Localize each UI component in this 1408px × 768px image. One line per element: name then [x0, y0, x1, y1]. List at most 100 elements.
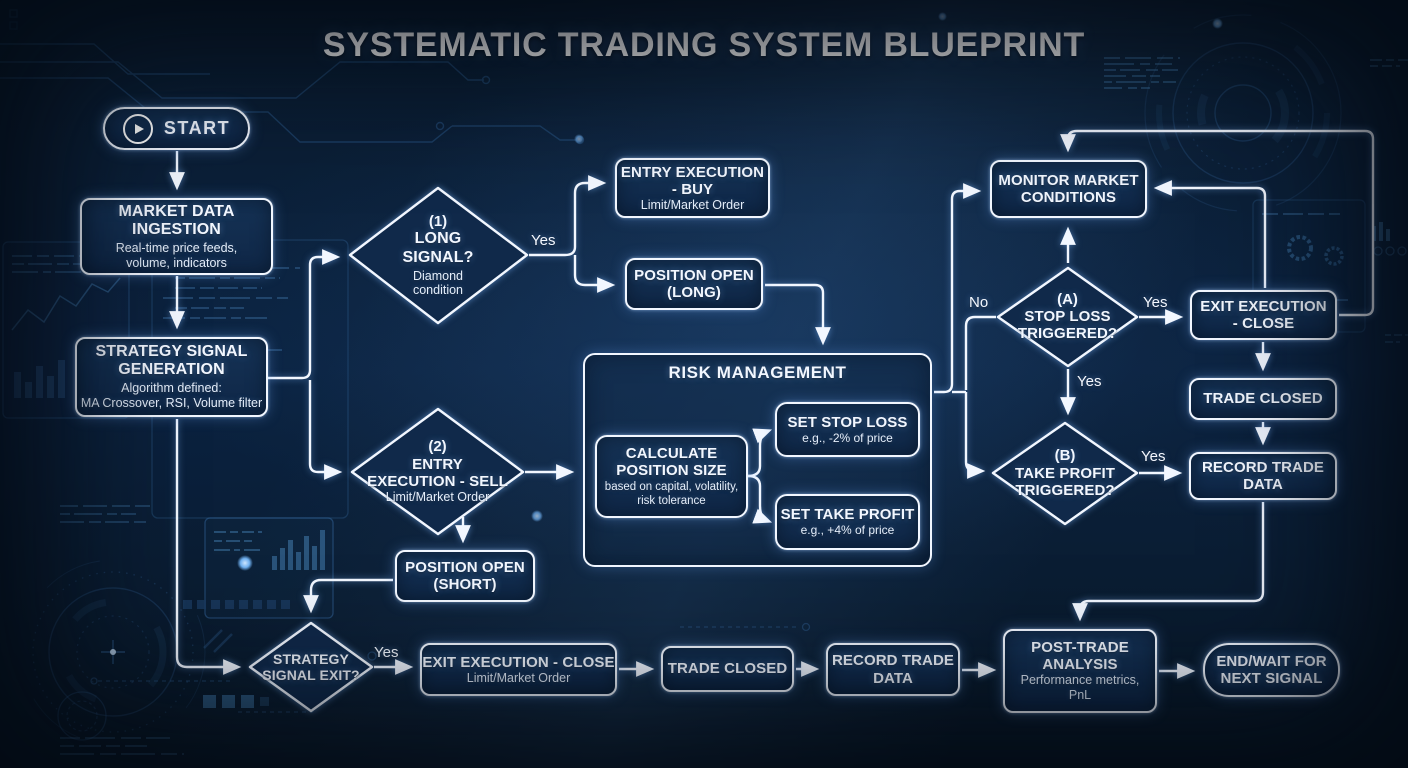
strategy-signal-generation-node: STRATEGY SIGNAL GENERATION Algorithm def…: [75, 337, 268, 417]
calculate-position-size-subtitle: based on capital, volatility, risk toler…: [604, 481, 739, 507]
edge-label-stop-loss-no: No: [969, 294, 989, 311]
trade-closed-right-node: TRADE CLOSED: [1189, 378, 1337, 420]
set-take-profit-subtitle: e.g., +4% of price: [800, 523, 895, 538]
edge-label-stop-loss-yes-right: Yes: [1143, 294, 1168, 311]
entry-sell-decision-text: (2) ENTRY EXECUTION - SELL Limit/Market …: [352, 412, 523, 532]
calculate-position-size-node: CALCULATE POSITION SIZE based on capital…: [595, 435, 748, 518]
set-stop-loss-subtitle: e.g., -2% of price: [802, 430, 893, 445]
edge-junction-to-take-profit: [964, 392, 986, 479]
market-data-ingestion-title: MARKET DATA INGESTION: [118, 202, 235, 238]
edge-exit-close-loop-to-monitor-top: [1060, 129, 1375, 317]
edge-strategy-signal-to-entry-sell: [308, 380, 343, 480]
stop-loss-tag: (A): [1057, 290, 1078, 308]
entry-execution-buy-node: ENTRY EXECUTION - BUY Limit/Market Order: [615, 158, 770, 218]
set-stop-loss-node: SET STOP LOSS e.g., -2% of price: [775, 402, 920, 457]
take-profit-title: TAKE PROFIT TRIGGERED?: [1015, 464, 1115, 499]
take-profit-diamond: [991, 421, 1139, 526]
record-trade-data-right-title: RECORD TRADE DATA: [1201, 458, 1325, 493]
edge-calc-size-to-set-take-profit: [747, 474, 773, 524]
glow-dot: [938, 12, 947, 21]
trade-closed-bottom-node: TRADE CLOSED: [661, 646, 794, 692]
glow-dot: [574, 134, 584, 144]
risk-management-title: RISK MANAGEMENT: [668, 363, 847, 382]
exit-execution-close-bottom-title: EXIT EXECUTION - CLOSE: [422, 653, 615, 671]
edge-long-signal-yes-to-position-long: [573, 255, 616, 293]
position-open-long-title: POSITION OPEN (LONG): [634, 266, 754, 301]
edge-position-short-to-strategy-exit: [303, 578, 393, 614]
edge-label-stop-loss-yes-down: Yes: [1077, 373, 1102, 390]
edge-stop-loss-no-merge: [964, 315, 996, 390]
edge-label-take-profit-yes: Yes: [1141, 448, 1166, 465]
hud-rings-top-right: [1144, 14, 1342, 212]
exit-execution-close-bottom-node: EXIT EXECUTION - CLOSE Limit/Market Orde…: [420, 643, 617, 696]
entry-sell-title: ENTRY EXECUTION - SELL: [367, 455, 508, 490]
entry-sell-subtitle: Limit/Market Order: [385, 489, 490, 504]
take-profit-tag: (B): [1054, 447, 1076, 465]
strategy-exit-diamond: [248, 621, 374, 713]
edge-calc-size-to-set-stop-loss: [747, 428, 773, 478]
strategy-signal-generation-title: STRATEGY SIGNAL GENERATION: [95, 343, 248, 379]
monitor-market-conditions-node: MONITOR MARKET CONDITIONS: [990, 160, 1147, 218]
text-rows-bottom-left: [60, 505, 184, 755]
exit-execution-close-right-node: EXIT EXECUTION - CLOSE: [1190, 290, 1337, 340]
glow-dot: [531, 510, 543, 522]
set-stop-loss-title: SET STOP LOSS: [787, 413, 908, 431]
chart-panel-bottom-left: [204, 517, 334, 619]
set-take-profit-node: SET TAKE PROFIT e.g., +4% of price: [775, 494, 920, 550]
post-trade-analysis-node: POST-TRADE ANALYSIS Performance metrics,…: [1003, 629, 1157, 713]
post-trade-analysis-title: POST-TRADE ANALYSIS: [1031, 639, 1129, 674]
page-title: SYSTEMATIC TRADING SYSTEM BLUEPRINT: [322, 26, 1086, 64]
edge-record-right-to-post-trade: [1072, 502, 1265, 622]
gauge-circle-bottom-left: [57, 691, 107, 741]
end-wait-node: END/WAIT FOR NEXT SIGNAL: [1203, 643, 1340, 697]
play-icon: [122, 113, 153, 144]
exit-execution-close-right-title: EXIT EXECUTION - CLOSE: [1200, 297, 1327, 332]
glow-dot: [1212, 18, 1223, 29]
position-open-long-node: POSITION OPEN (LONG): [625, 258, 763, 310]
glow-dot: [237, 555, 253, 571]
long-signal-subtitle: Diamond condition: [412, 268, 464, 298]
code-panel-top-right: [1104, 57, 1408, 89]
position-open-short-title: POSITION OPEN (SHORT): [405, 558, 525, 593]
hud-circle-bottom-left: [20, 559, 206, 745]
edge-label-long-signal-yes: Yes: [531, 232, 556, 249]
end-wait-title: END/WAIT FOR NEXT SIGNAL: [1216, 652, 1327, 687]
entry-execution-buy-subtitle: Limit/Market Order: [640, 197, 745, 212]
long-signal-tag: (1): [428, 212, 448, 230]
strategy-signal-generation-subtitle: Algorithm defined: MA Crossover, RSI, Vo…: [80, 381, 263, 411]
stop-loss-title: STOP LOSS TRIGGERED?: [1017, 308, 1118, 343]
long-signal-diamond: [348, 186, 529, 325]
post-trade-analysis-subtitle: Performance metrics, PnL: [1020, 673, 1140, 703]
strategy-exit-decision-text: STRATEGY SIGNAL EXIT?: [250, 625, 372, 710]
entry-execution-buy-title: ENTRY EXECUTION - BUY: [620, 163, 765, 198]
edge-label-strategy-exit-yes: Yes: [374, 644, 399, 661]
trade-closed-bottom-title: TRADE CLOSED: [667, 660, 788, 678]
strategy-exit-title: STRATEGY SIGNAL EXIT?: [262, 650, 360, 683]
record-trade-data-right-node: RECORD TRADE DATA: [1189, 452, 1337, 500]
entry-sell-diamond: [350, 407, 525, 536]
entry-sell-tag: (2): [428, 438, 447, 456]
market-data-ingestion-node: MARKET DATA INGESTION Real-time price fe…: [80, 198, 273, 275]
exit-execution-close-bottom-subtitle: Limit/Market Order: [466, 670, 571, 685]
set-take-profit-title: SET TAKE PROFIT: [780, 506, 915, 524]
stop-loss-diamond: [996, 266, 1139, 368]
long-signal-decision-text: (1) LONG SIGNAL? Diamond condition: [350, 192, 526, 320]
monitor-market-conditions-title: MONITOR MARKET CONDITIONS: [998, 171, 1139, 206]
edge-risk-management-to-monitor: [934, 183, 982, 394]
edge-long-signal-yes-to-entry-buy: [529, 175, 607, 257]
trade-closed-right-title: TRADE CLOSED: [1203, 390, 1323, 408]
position-open-short-node: POSITION OPEN (SHORT): [395, 550, 535, 602]
take-profit-decision-text: (B) TAKE PROFIT TRIGGERED?: [993, 426, 1137, 521]
market-data-ingestion-subtitle: Real-time price feeds, volume, indicator…: [115, 240, 238, 270]
edge-strategy-signal-to-strategy-exit: [175, 419, 242, 675]
record-trade-data-bottom-title: RECORD TRADE DATA: [831, 652, 955, 687]
start-label: START: [163, 118, 231, 138]
stop-loss-decision-text: (A) STOP LOSS TRIGGERED?: [998, 270, 1137, 364]
record-trade-data-bottom-node: RECORD TRADE DATA: [826, 643, 960, 696]
long-signal-title: LONG SIGNAL?: [402, 230, 474, 266]
